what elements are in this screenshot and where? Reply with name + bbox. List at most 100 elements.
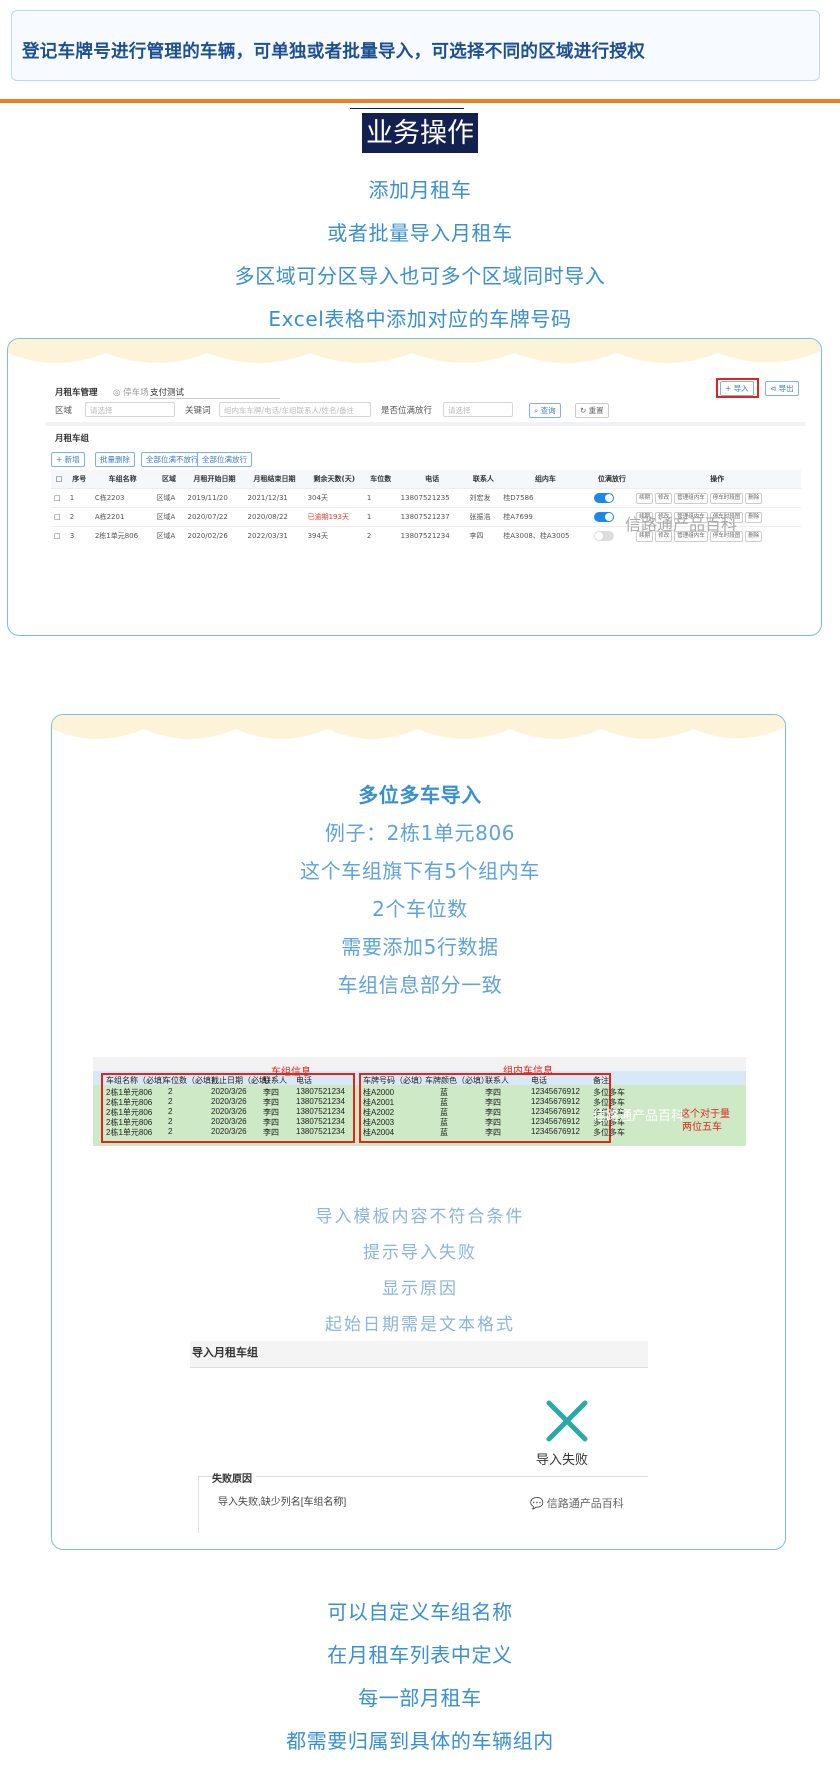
group-info-box <box>101 1073 355 1143</box>
excel-cell: 多位多车 <box>593 1088 625 1097</box>
cell-no: 2 <box>66 507 92 527</box>
car-info-box <box>359 1073 611 1143</box>
col-ops: 操作 <box>633 470 801 489</box>
cell-full[interactable] <box>590 507 634 527</box>
export-button[interactable]: ⊲ 导出 <box>765 381 799 396</box>
excel-cell: 蓝 <box>440 1088 448 1097</box>
edit-button[interactable]: 修改 <box>655 530 673 542</box>
area-select[interactable]: 请选择 <box>85 402 175 417</box>
all-allow-button[interactable]: 全部位满放行 <box>197 452 252 467</box>
excel-cell: 13807521234 <box>296 1087 345 1096</box>
renew-button[interactable]: 续期 <box>636 492 654 504</box>
cell-full[interactable] <box>590 488 634 508</box>
import-line-4: 需要添加5行数据 <box>341 935 499 959</box>
full-toggle[interactable] <box>593 531 614 541</box>
section-title-wrap: 业务操作 <box>0 113 840 154</box>
renew-button[interactable]: 续期 <box>636 530 654 542</box>
col-start: 月租开始日期 <box>184 470 245 489</box>
excel-cell: 13807521234 <box>296 1127 345 1136</box>
cell-phone: 13807521234 <box>397 526 467 545</box>
fail-line-2: 提示导入失败 <box>363 1243 477 1263</box>
fail-line-4: 起始日期需是文本格式 <box>325 1315 515 1335</box>
scallop-decoration <box>8 339 821 363</box>
edit-button[interactable]: 修改 <box>655 511 673 523</box>
reason-title: 失败原因 <box>212 1470 256 1485</box>
edit-button[interactable]: 修改 <box>655 492 673 504</box>
delete-button[interactable]: 删除 <box>745 511 763 523</box>
header-cell: 电话 <box>296 1076 312 1085</box>
reason-left-border <box>198 1477 199 1533</box>
intro-line-2: 或者批量导入月租车 <box>327 221 513 245</box>
excel-cell: 2020/3/26 <box>211 1097 247 1106</box>
cell-cars: 桂A3008、桂A3005 <box>500 526 591 545</box>
excel-cell: 2栋1单元806 <box>106 1118 153 1127</box>
add-button[interactable]: + 新增 <box>51 452 85 467</box>
import-button[interactable]: + 导入 <box>720 381 754 396</box>
row-checkbox[interactable]: □ <box>51 526 67 545</box>
excel-cell: 2020/3/26 <box>211 1127 247 1136</box>
col-spaces: 车位数 <box>363 470 398 489</box>
col-checkbox[interactable]: □ <box>51 470 67 489</box>
all-block-button[interactable]: 全部位满不放行 <box>141 452 204 467</box>
row-checkbox[interactable]: □ <box>51 488 67 508</box>
screenshot-card-1: 月租车管理 ◎ 停车场 支付测试 + 导入 ⊲ 导出 区域 请选择 关键词 组内… <box>7 338 822 636</box>
period-chart-button[interactable]: 停车时段图 <box>709 530 744 542</box>
manage-cars-button[interactable]: 管理组内车 <box>674 530 708 542</box>
keyword-input[interactable]: 组内车车牌/电话/车组联系人/姓名/备注 <box>219 402 371 417</box>
excel-cell: 蓝 <box>440 1098 448 1107</box>
import-line-2: 这个车组旗下有5个组内车 <box>300 859 540 883</box>
divider <box>0 99 840 103</box>
excel-cell: 李四 <box>485 1098 501 1107</box>
cell-spaces: 2 <box>363 526 398 545</box>
period-chart-button[interactable]: 停车时段图 <box>709 511 744 523</box>
cell-area: 区域A <box>153 507 185 527</box>
excel-cell: 多位多车 <box>593 1098 625 1107</box>
cell-ops: 续期修改管理组内车停车时段图删除 <box>633 526 801 545</box>
table-row: □ 1 C栋2203 区域A 2019/11/20 2021/12/31 304… <box>51 488 801 508</box>
excel-cell: 李四 <box>263 1108 279 1117</box>
footer-line-1: 可以自定义车组名称 <box>327 1600 513 1624</box>
col-full: 位满放行 <box>590 470 634 489</box>
cell-cars: 桂D7586 <box>500 488 591 508</box>
full-toggle[interactable] <box>593 493 614 503</box>
manage-cars-button[interactable]: 管理组内车 <box>674 511 708 523</box>
reset-button[interactable]: ↻ 重置 <box>575 403 609 418</box>
annotation-1: 这个对于量 <box>680 1109 730 1120</box>
batch-delete-button[interactable]: 批量删除 <box>95 452 135 467</box>
period-chart-button[interactable]: 停车时段图 <box>709 492 744 504</box>
search-button[interactable]: ⌕ 查询 <box>529 403 561 418</box>
col-area: 区域 <box>153 470 185 489</box>
watermark: 信路通产品百科 <box>625 515 738 534</box>
excel-watermark: 信路通产品百科 <box>593 1108 685 1123</box>
lot-underline <box>150 398 280 399</box>
renew-button[interactable]: 续期 <box>636 511 654 523</box>
page-title: 月租车管理 <box>55 388 98 398</box>
excel-cell: 桂A2001 <box>363 1098 395 1107</box>
row-checkbox[interactable]: □ <box>51 507 67 527</box>
rental-list-screenshot: 月租车管理 ◎ 停车场 支付测试 + 导入 ⊲ 导出 区域 请选择 关键词 组内… <box>45 374 805 584</box>
subheader: 月租车组 <box>55 434 90 444</box>
rental-table: □ 序号 车组名称 区域 月租开始日期 月租结束日期 剩余天数(天) 车位数 电… <box>51 470 801 545</box>
fail-line-1: 导入模板内容不符合条件 <box>315 1207 525 1227</box>
excel-cell: 蓝 <box>440 1128 448 1137</box>
toolbar-divider <box>45 422 805 426</box>
lot-select[interactable]: 支付测试 <box>150 388 185 398</box>
manage-cars-button[interactable]: 管理组内车 <box>674 492 708 504</box>
excel-cell: 13807521234 <box>296 1107 345 1116</box>
import-heading: 多位多车导入 <box>358 783 482 807</box>
cell-contact: 刘宏发 <box>466 488 501 508</box>
cell-full[interactable] <box>590 526 634 545</box>
excel-cell: 2 <box>168 1097 173 1106</box>
cell-end: 2022/03/31 <box>244 526 305 545</box>
cell-no: 3 <box>66 526 92 545</box>
excel-cell: 12345676912 <box>531 1107 580 1116</box>
full-select[interactable]: 请选择 <box>443 402 513 417</box>
cell-area: 区域A <box>153 488 185 508</box>
full-toggle[interactable] <box>593 512 614 522</box>
excel-cell: 桂A2003 <box>363 1118 395 1127</box>
delete-button[interactable]: 删除 <box>745 530 763 542</box>
delete-button[interactable]: 删除 <box>745 492 763 504</box>
excel-cell: 12345676912 <box>531 1087 580 1096</box>
cell-spaces: 1 <box>363 507 398 527</box>
excel-cell: 多位多车 <box>593 1118 625 1127</box>
